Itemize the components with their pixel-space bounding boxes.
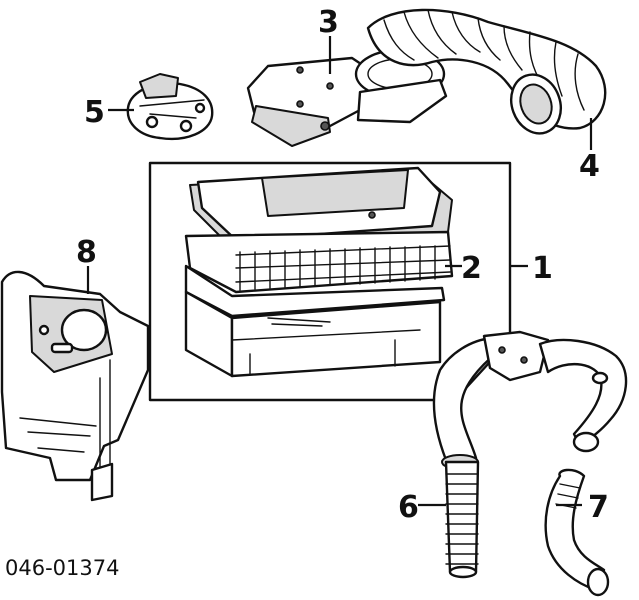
heat-shield-bracket-part-8 [0,270,150,502]
assembly-frame [148,161,512,402]
callout-6: 6 [398,490,419,525]
callout-2: 2 [461,251,482,286]
air-filter-element-part-2 [184,230,454,294]
callout-3: 3 [318,5,339,40]
air-cleaner-assembly-part-1 [148,161,512,402]
callout-4: 4 [579,149,600,184]
corrugated-hose-part-6 [432,330,628,579]
retaining-clip-part-5 [126,73,214,141]
callout-1: 1 [532,251,553,286]
callout-5: 5 [84,95,105,130]
leader-lines [86,36,593,507]
part-code-label: 046-01374 [5,556,119,580]
small-hose-part-7 [544,468,610,597]
callout-7: 7 [588,490,609,525]
intake-duct-boot-part-4 [366,8,607,135]
callout-8: 8 [76,235,97,270]
